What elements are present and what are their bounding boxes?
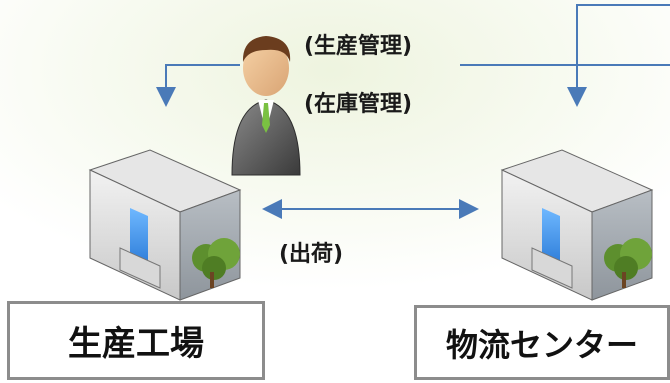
businessman-icon [231, 36, 301, 176]
shipping-label: (出荷) [279, 242, 344, 267]
factory-box: 生産工場 [7, 301, 265, 380]
management-arrow-to-factory [156, 64, 240, 107]
factory-building-icon [88, 149, 242, 301]
logistics-building-icon [500, 149, 654, 301]
production-management-label: (生産管理) [304, 34, 413, 59]
logistics-center-box: 物流センター [414, 305, 670, 380]
inventory-management-label: (在庫管理) [304, 92, 413, 117]
management-arrow-to-logistics [460, 4, 670, 107]
